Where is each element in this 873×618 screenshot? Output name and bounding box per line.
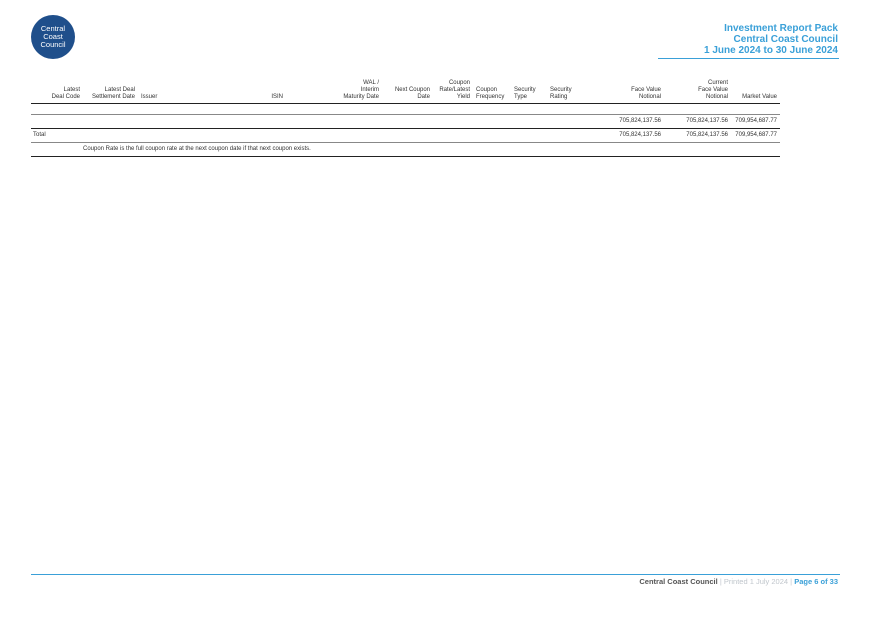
footer-separator: |	[719, 577, 722, 586]
total-current-face-value: 705,824,137.56	[664, 128, 731, 143]
logo-line: Central	[40, 24, 66, 33]
total-label: Total	[31, 128, 83, 143]
col-header-market-value: Market Value	[731, 80, 780, 104]
council-logo: Central Coast Council	[31, 15, 75, 59]
col-header-issuer: Issuer	[138, 80, 226, 104]
footer-separator: |	[790, 577, 793, 586]
footer-organization: Central Coast Council	[639, 577, 718, 586]
subtotal-face-value: 705,824,137.56	[587, 114, 664, 129]
page-footer: Central Coast Council | Printed 1 July 2…	[639, 577, 838, 586]
header-divider	[658, 58, 839, 59]
logo-line: Council	[40, 40, 66, 49]
subtotal-row: 705,824,137.56 705,824,137.56 709,954,68…	[31, 114, 780, 129]
table-spacer-row	[31, 103, 780, 115]
report-organization: Central Coast Council	[733, 34, 838, 45]
note-row: Coupon Rate is the full coupon rate at t…	[31, 142, 780, 157]
subtotal-current-face-value: 705,824,137.56	[664, 114, 731, 129]
report-period: 1 June 2024 to 30 June 2024	[704, 45, 838, 56]
total-face-value: 705,824,137.56	[587, 128, 664, 143]
total-market-value: 709,954,687.77	[731, 128, 780, 143]
subtotal-market-value: 709,954,687.77	[731, 114, 780, 129]
col-header-isin: ISIN	[226, 80, 286, 104]
logo-line: Coast	[43, 32, 63, 41]
footer-printed-date: Printed 1 July 2024	[723, 577, 789, 586]
footer-page-number: Page 6 of 33	[794, 577, 838, 586]
footer-divider	[31, 574, 840, 575]
report-header: Investment Report Pack Central Coast Cou…	[704, 23, 838, 56]
coupon-rate-note: Coupon Rate is the full coupon rate at t…	[83, 142, 780, 157]
report-title: Investment Report Pack	[724, 23, 838, 34]
total-row: Total 705,824,137.56 705,824,137.56 709,…	[31, 128, 780, 143]
